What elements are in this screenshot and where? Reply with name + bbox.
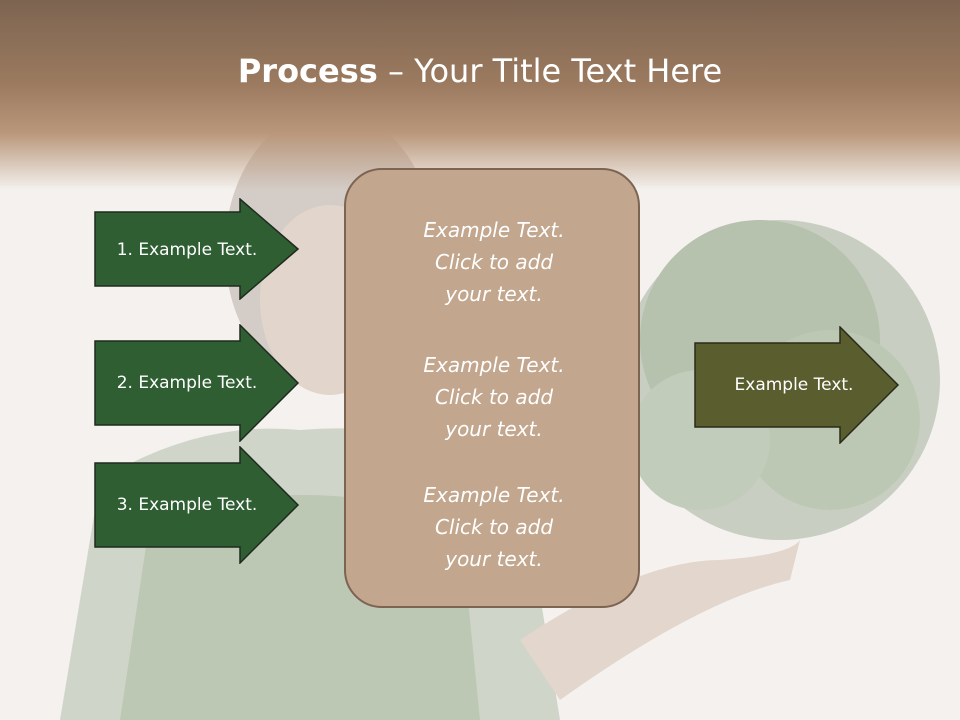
para-line: Click to add (434, 250, 554, 274)
left-arrow-2[interactable] (94, 324, 300, 442)
para-line: Click to add (434, 515, 554, 539)
arm-shape (520, 540, 800, 700)
para-line: Example Text. (423, 218, 565, 242)
para-line: your text. (445, 417, 543, 441)
left-arrow-1[interactable] (94, 198, 300, 300)
left-arrow-2-label: 2. Example Text. (116, 373, 258, 393)
para-line: Example Text. (423, 483, 565, 507)
center-paragraph-3: Example Text. Click to add your text. (346, 479, 642, 575)
right-arrow-label: Example Text. (734, 375, 854, 395)
center-text-box[interactable]: Example Text. Click to add your text. Ex… (344, 168, 640, 608)
left-arrow-1-label: 1. Example Text. (116, 240, 258, 260)
slide-title[interactable]: Process – Your Title Text Here (0, 52, 960, 90)
center-paragraph-2: Example Text. Click to add your text. (346, 349, 642, 445)
para-line: Click to add (434, 385, 554, 409)
title-bold: Process (237, 52, 378, 90)
para-line: your text. (445, 282, 543, 306)
left-arrow-3[interactable] (94, 446, 300, 564)
title-rest: – Your Title Text Here (377, 52, 723, 90)
left-arrow-3-label: 3. Example Text. (116, 495, 258, 515)
right-arrow[interactable] (694, 326, 900, 444)
para-line: Example Text. (423, 353, 565, 377)
center-paragraph-1: Example Text. Click to add your text. (346, 214, 642, 310)
header-band (0, 0, 960, 190)
para-line: your text. (445, 547, 543, 571)
